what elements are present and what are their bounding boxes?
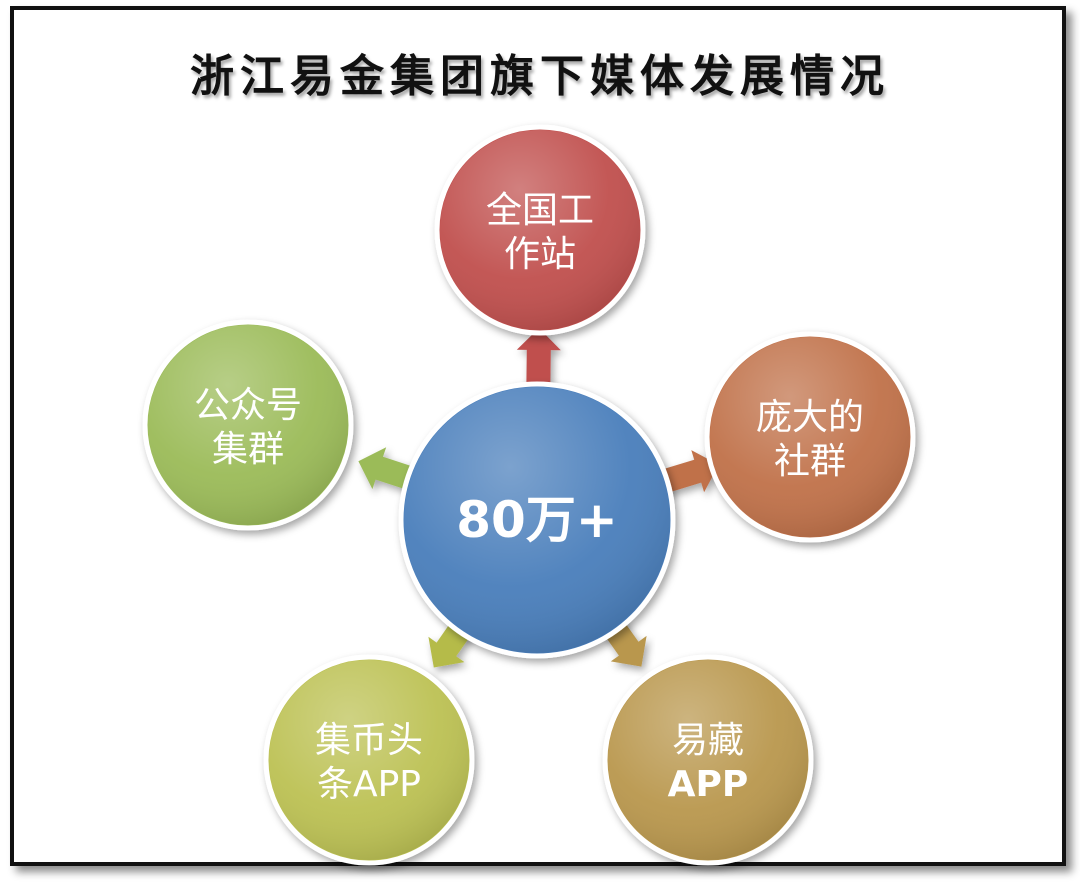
node-label-national-workstation-1: 全国工 — [486, 190, 594, 231]
node-gloss-jibi-toutiao-app — [269, 660, 469, 860]
node-label-jibi-toutiao-app-1: 集币头 — [315, 720, 423, 761]
arrow-wechat-account-cluster — [358, 447, 418, 491]
node-label-large-community-2: 社群 — [774, 441, 846, 482]
node-gloss-yicang-app — [608, 660, 808, 860]
node-label-jibi-toutiao-app-2: 条APP — [317, 764, 421, 805]
node-label-national-workstation-2: 作站 — [504, 234, 576, 275]
node-label-large-community-1: 庞大的 — [756, 397, 864, 438]
node-gloss-large-community — [710, 337, 910, 537]
center-hub: 80万+ — [398, 381, 676, 659]
node-label-yicang-app-2: APP — [668, 764, 749, 805]
node-label-wechat-account-cluster-1: 公众号 — [194, 385, 302, 426]
node-gloss-wechat-account-cluster — [148, 325, 348, 525]
arrow-national-workstation — [516, 328, 561, 391]
arrow-large-community — [657, 450, 719, 494]
center-gloss — [404, 387, 670, 653]
center-label: 80万+ — [456, 491, 617, 549]
node-label-wechat-account-cluster-2: 集群 — [212, 429, 284, 470]
diagram-title: 浙江易金集团旗下媒体发展情况 — [190, 51, 890, 102]
node-label-yicang-app-1: 易藏 — [672, 720, 744, 761]
node-gloss-national-workstation — [440, 130, 640, 330]
connector-arrows — [358, 328, 719, 668]
